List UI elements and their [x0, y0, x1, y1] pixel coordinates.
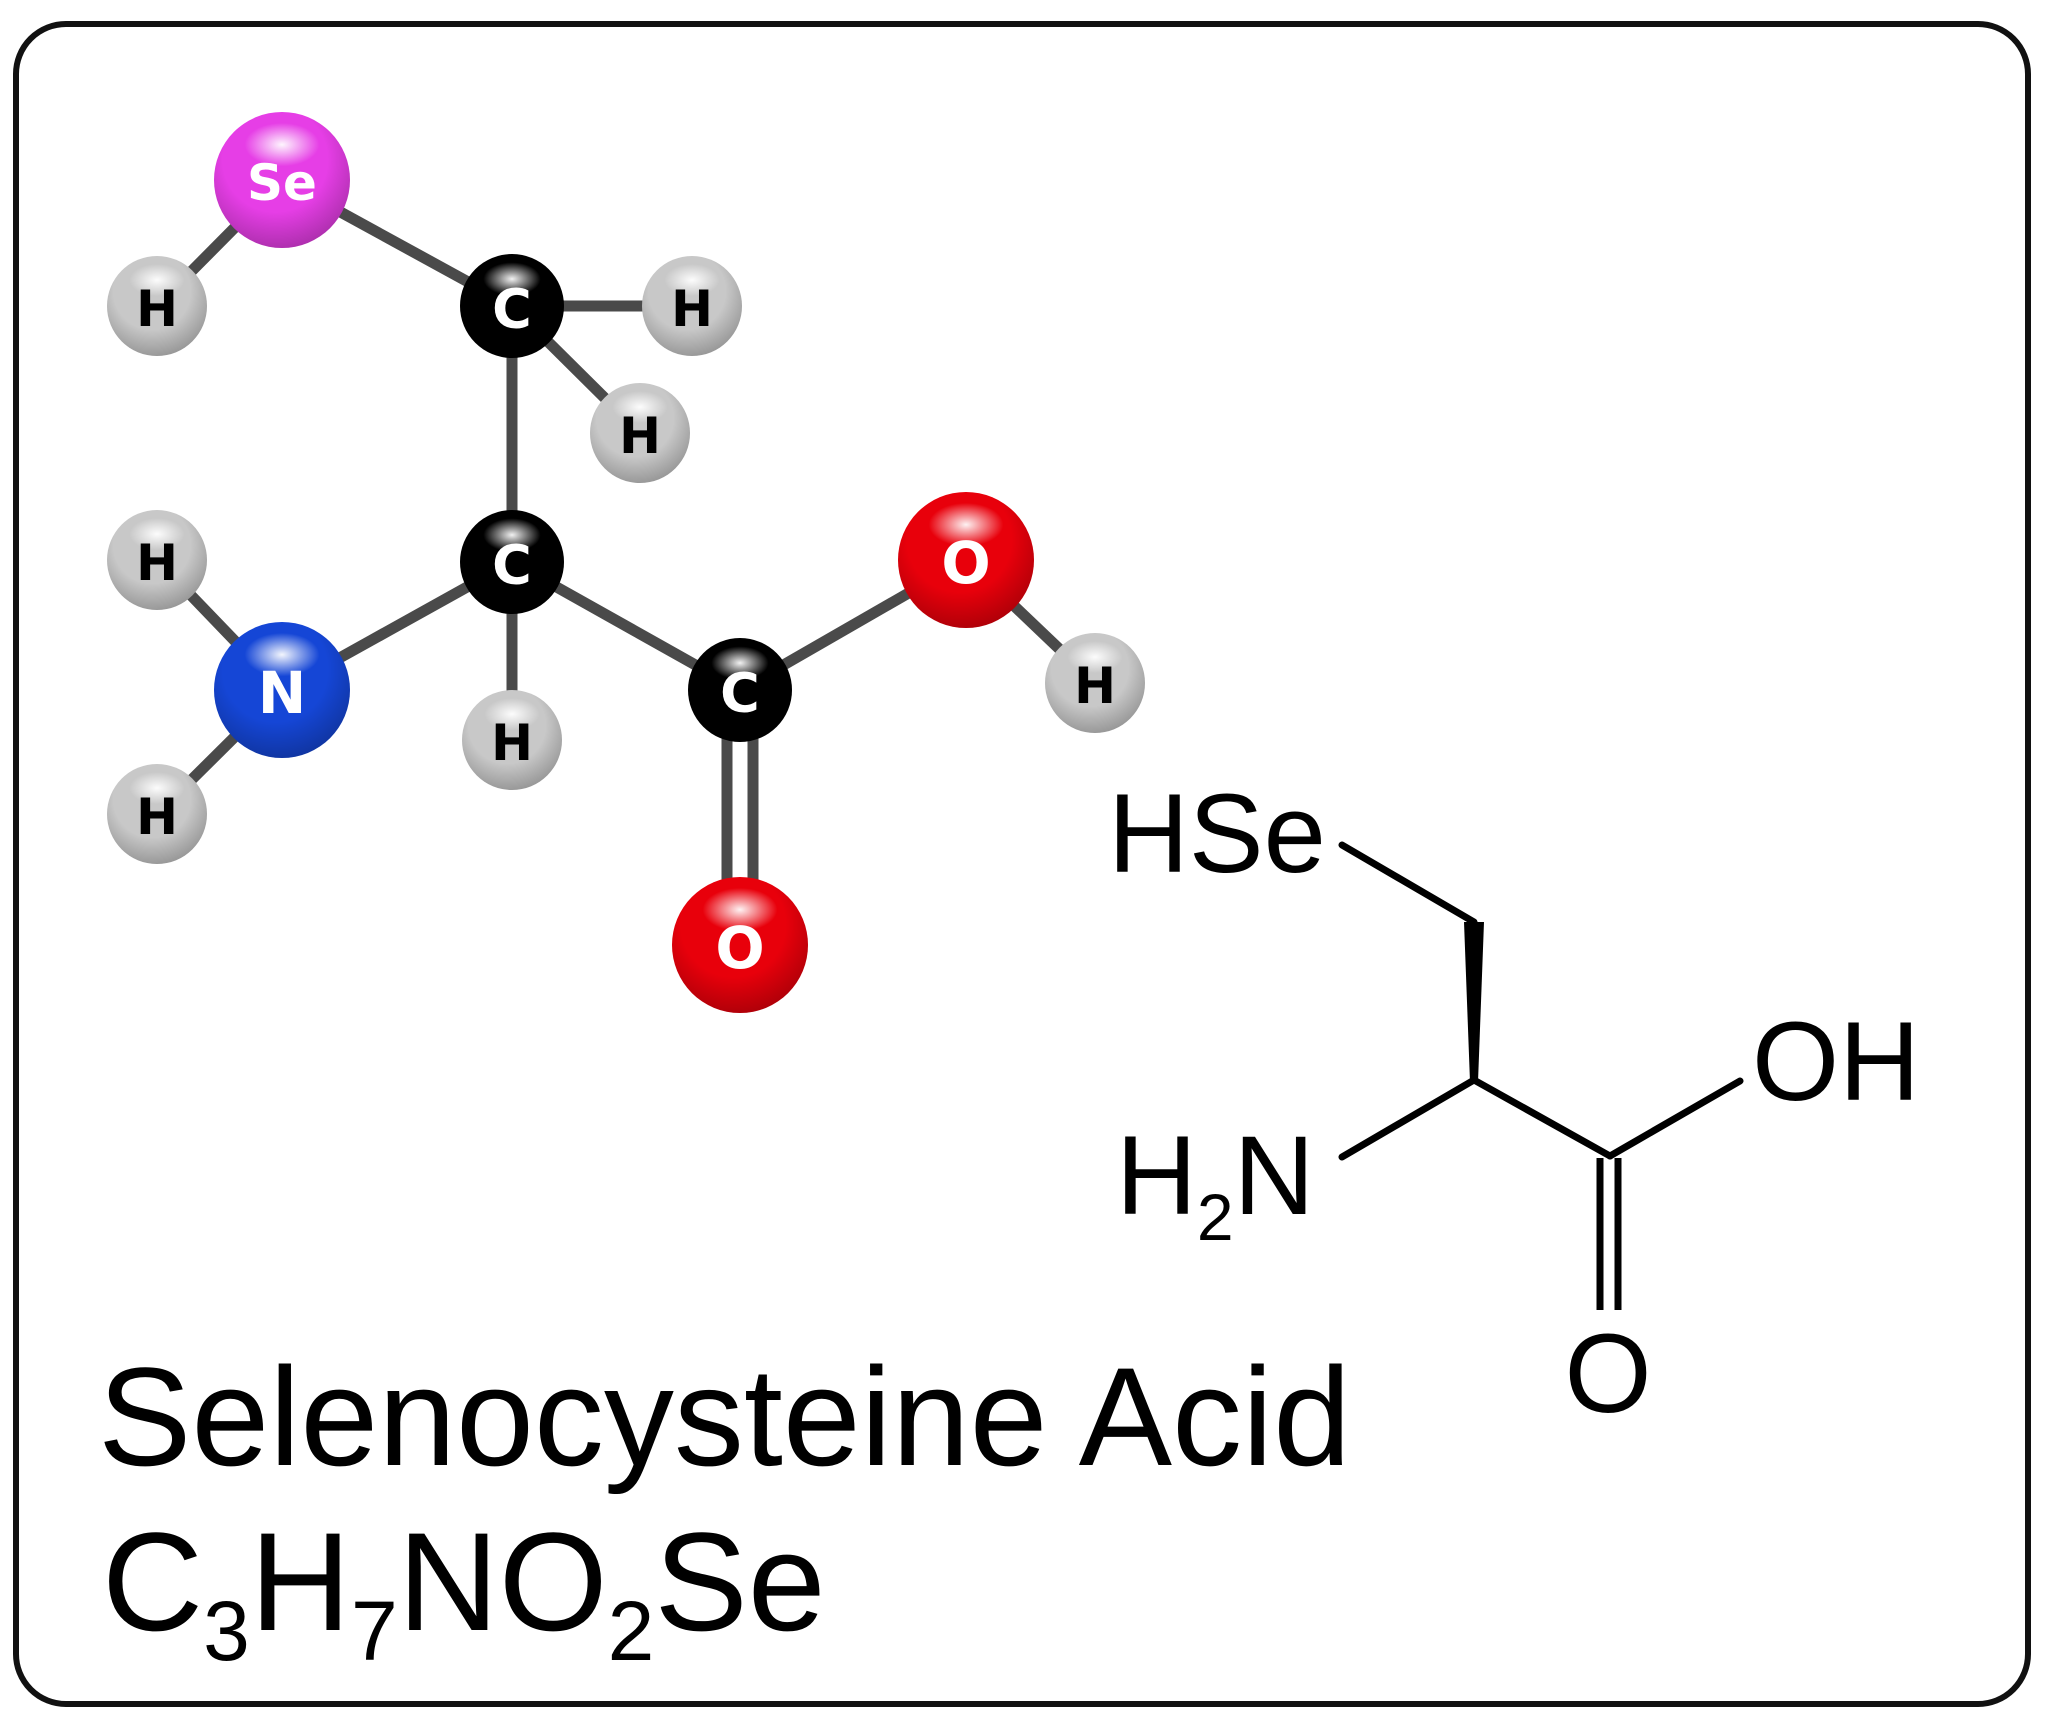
- atom-n: N: [214, 622, 350, 758]
- atom-label: C: [492, 278, 532, 341]
- formula-element: N: [398, 1503, 499, 1660]
- atom-highlight: [483, 518, 541, 552]
- atom-label: N: [258, 659, 307, 727]
- amine-h: H: [1116, 1113, 1197, 1238]
- atom-c_beta: C: [460, 254, 564, 358]
- formula-element: C: [102, 1503, 203, 1660]
- atom-highlight: [129, 264, 185, 296]
- atom-h_beta2: H: [590, 383, 690, 483]
- atom-highlight: [244, 632, 320, 677]
- atom-highlight: [928, 502, 1004, 547]
- atom-label: C: [492, 534, 532, 597]
- atom-highlight: [702, 887, 778, 932]
- bond-calpha-n: [1338, 1076, 1478, 1161]
- amine-label: H2N: [1116, 1113, 1315, 1254]
- atom-label: H: [136, 280, 178, 338]
- ball-model-atoms: SeH C H H C H N H H C O H O: [107, 112, 1145, 1013]
- hse-label: HSe: [1108, 771, 1326, 896]
- atom-se: Se: [214, 112, 350, 248]
- formula-subscript: 7: [351, 1584, 398, 1678]
- atom-label: O: [941, 529, 990, 597]
- amine-subscript: 2: [1197, 1180, 1234, 1254]
- atom-highlight: [1067, 641, 1123, 673]
- atom-label: O: [715, 914, 764, 982]
- bond-ccarboxyl-oh: [1606, 1077, 1744, 1160]
- bond-calpha-ccarboxyl: [1470, 1076, 1614, 1160]
- atom-h_o: H: [1045, 633, 1145, 733]
- atom-label: Se: [247, 154, 317, 212]
- atom-o_carbonyl: O: [672, 877, 808, 1013]
- atom-label: H: [671, 280, 713, 338]
- atom-highlight: [244, 122, 320, 167]
- atom-highlight: [711, 646, 769, 680]
- formula-subscript: 3: [203, 1584, 250, 1678]
- wedge-bond: [1464, 922, 1484, 1082]
- atom-highlight: [129, 772, 185, 804]
- carbonyl-o-label: O: [1564, 1311, 1651, 1436]
- atom-highlight: [484, 698, 540, 730]
- atom-c_alpha: C: [460, 510, 564, 614]
- atom-highlight: [483, 262, 541, 296]
- atom-highlight: [664, 264, 720, 296]
- atom-highlight: [612, 391, 668, 423]
- molecular-formula: C3H7NO2Se: [102, 1503, 826, 1678]
- formula-element: O: [499, 1503, 608, 1660]
- atom-label: H: [136, 534, 178, 592]
- atom-h_alpha: H: [462, 690, 562, 790]
- atom-label: C: [720, 662, 760, 725]
- atom-highlight: [129, 518, 185, 550]
- atom-h_beta1: H: [642, 256, 742, 356]
- frame-border: [13, 21, 2031, 1707]
- formula-element: H: [250, 1503, 351, 1660]
- atom-label: H: [1074, 657, 1116, 715]
- atom-h_n1: H: [107, 510, 207, 610]
- formula-element: Se: [654, 1503, 825, 1660]
- atom-o_hydroxyl: O: [898, 492, 1034, 628]
- atom-label: H: [136, 788, 178, 846]
- atom-label: H: [491, 714, 533, 772]
- atom-c_carboxyl: C: [688, 638, 792, 742]
- oh-label: OH: [1752, 999, 1920, 1124]
- bond-se-ch2: [1338, 841, 1478, 926]
- skeletal-formula: HSe H2N OH O: [1108, 771, 1920, 1436]
- atom-h_se: H: [107, 256, 207, 356]
- amine-n: N: [1234, 1113, 1315, 1238]
- atom-label: H: [619, 407, 661, 465]
- formula-subscript: 2: [608, 1584, 655, 1678]
- atom-h_n2: H: [107, 764, 207, 864]
- molecule-name: Selenocysteine Acid: [98, 1338, 1351, 1495]
